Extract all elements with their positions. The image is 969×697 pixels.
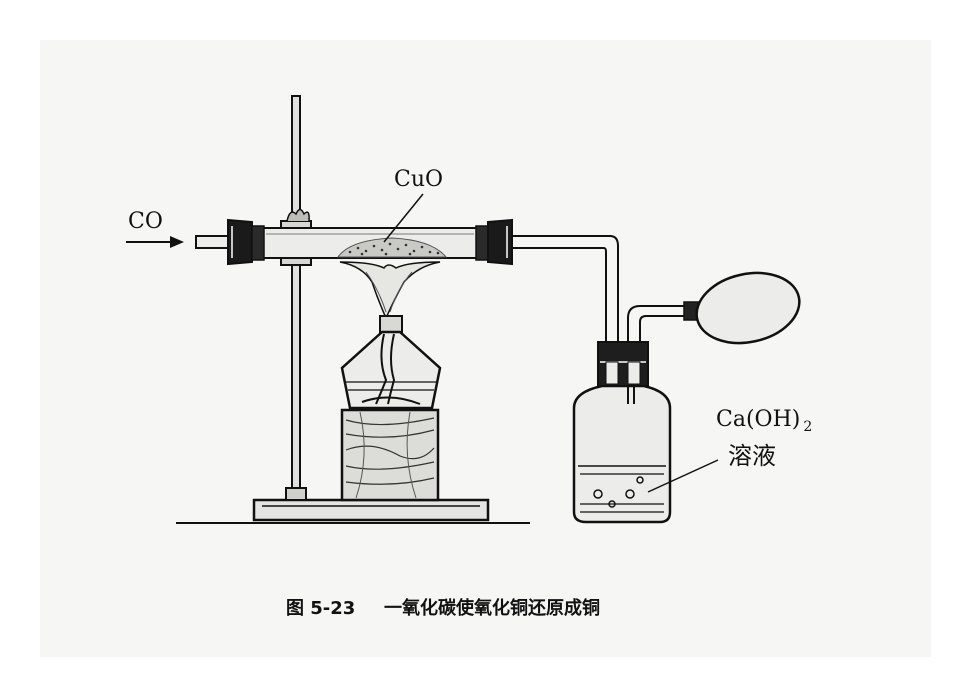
co-arrow — [126, 236, 184, 248]
cuo-label: CuO — [394, 167, 443, 192]
figure-number: 图 5-23 — [286, 598, 355, 619]
caoh2-label: Ca(OH)2 — [716, 407, 812, 435]
co-label: CO — [128, 209, 163, 234]
cuo-pointer — [383, 193, 424, 243]
cuo-powder — [337, 237, 448, 258]
caoh2-subscript: 2 — [803, 419, 812, 435]
iron-stand-base — [252, 498, 490, 522]
left-stopper — [227, 218, 265, 266]
solution-label: 溶液 — [728, 442, 776, 470]
gas-washing-bottle — [572, 341, 672, 524]
page-background — [40, 40, 931, 657]
outlet-tube — [512, 235, 619, 480]
alcohol-lamp — [340, 315, 442, 410]
burner-flame — [339, 261, 441, 320]
right-stopper — [475, 218, 513, 266]
caoh2-formula: Ca(OH) — [716, 407, 800, 432]
collection-balloon — [627, 271, 801, 350]
caoh2-pointer — [647, 459, 719, 493]
inlet-tube — [195, 235, 233, 249]
wooden-block — [340, 408, 440, 502]
figure-caption: 一氧化碳使氧化铜还原成铜 — [384, 597, 600, 619]
iron-stand-rod — [285, 95, 307, 501]
